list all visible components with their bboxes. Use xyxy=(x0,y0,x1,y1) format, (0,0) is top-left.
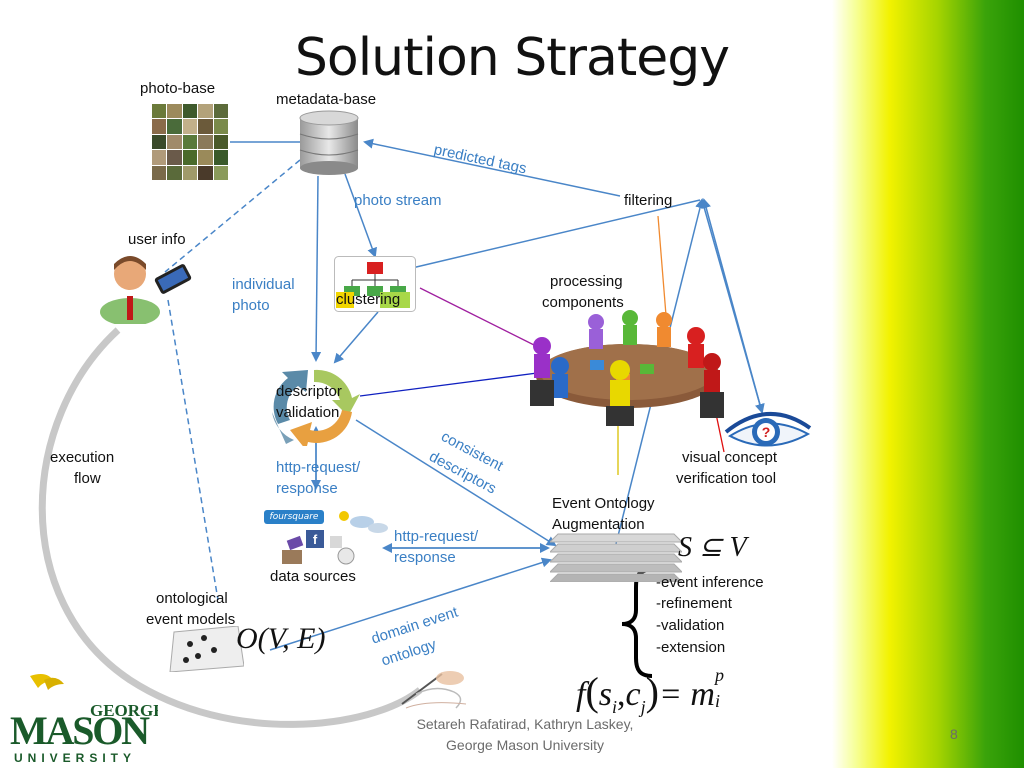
http-request-label-2b: response xyxy=(394,549,456,566)
gradient-side-bar xyxy=(832,0,1024,768)
visual-concept-label-1: visual concept xyxy=(682,449,778,466)
layer-stack-icon xyxy=(550,533,682,582)
descriptor-label-2: validation xyxy=(276,404,340,421)
formula-s-sub: i xyxy=(612,696,618,717)
ontological-label-1: ontological xyxy=(156,590,228,607)
footer-authors: Setareh Rafatirad, Kathryn Laskey, xyxy=(416,716,634,732)
step-item: -event inference xyxy=(656,574,764,591)
photo-stream-label: photo stream xyxy=(354,192,442,209)
processing-label-1: processing xyxy=(550,273,623,290)
photo-grid-image xyxy=(152,104,228,180)
logo-george-text: GEORGE xyxy=(90,701,158,720)
step-item: -extension xyxy=(656,639,726,656)
database-icon xyxy=(299,110,359,175)
subset-formula: S ⊆ V xyxy=(678,532,747,563)
formula-m-sup: p xyxy=(714,665,724,685)
data-sources-icons: f xyxy=(282,511,388,565)
processing-label-2: components xyxy=(542,294,624,311)
svg-text:?: ? xyxy=(762,424,771,440)
event-ontology-label-1: Event Ontology xyxy=(552,495,655,512)
photo-base-label: photo-base xyxy=(140,80,216,97)
logo-mason-text: MASON xyxy=(10,708,150,753)
visual-concept-label-2: verification tool xyxy=(676,470,777,487)
filtering-label: filtering xyxy=(624,192,673,209)
descriptor-label-1: descriptor xyxy=(276,383,342,400)
user-info-label: user info xyxy=(128,231,186,248)
clustering-tree-icon xyxy=(334,256,416,312)
event-ontology-label-2: Augmentation xyxy=(552,516,645,533)
footer-credit: Setareh Rafatirad, Kathryn Laskey, Georg… xyxy=(380,714,670,756)
clustering-label: clustering xyxy=(336,291,401,308)
execution-flow-label-1: execution xyxy=(50,449,115,466)
formula-c-sub: j xyxy=(640,696,646,717)
individual-photo-label-1: individual xyxy=(232,276,295,293)
cycle-arrows-icon xyxy=(272,369,360,446)
logo-university-text: UNIVERSITY xyxy=(14,751,136,764)
foursquare-logo: foursquare xyxy=(264,510,324,524)
step-item: -validation xyxy=(656,617,725,634)
pen-drawing-icon xyxy=(401,671,467,709)
user-icon xyxy=(100,256,192,324)
page-number: 8 xyxy=(950,726,958,742)
svg-text:f: f xyxy=(313,532,318,547)
ontological-label-2: event models xyxy=(146,611,236,628)
http-request-label-2a: http-request/ xyxy=(394,528,479,545)
formula-f: f xyxy=(576,676,586,713)
execution-flow-label-2: flow xyxy=(74,470,101,487)
step-item: -refinement xyxy=(656,595,732,612)
data-sources-label: data sources xyxy=(270,568,356,585)
individual-photo-label-2: photo xyxy=(232,297,270,314)
eye-question-icon: ? xyxy=(724,412,812,447)
graph-formula: O(V, E) xyxy=(236,622,326,655)
team-meeting-icon xyxy=(530,310,724,426)
formula-c: c xyxy=(625,676,641,713)
metadata-base-label: metadata-base xyxy=(276,91,377,108)
george-mason-logo: GEORGE MASON UNIVERSITY xyxy=(10,674,158,764)
http-request-label-1b: response xyxy=(276,480,338,497)
graph-board-icon xyxy=(169,626,244,672)
footer-university: George Mason University xyxy=(446,737,604,753)
formula-s: s xyxy=(598,676,613,713)
http-request-label-1a: http-request/ xyxy=(276,459,361,476)
slide-title: Solution Strategy xyxy=(294,28,730,88)
formula-m: = m xyxy=(658,676,715,713)
formula-m-sub: i xyxy=(714,691,720,711)
